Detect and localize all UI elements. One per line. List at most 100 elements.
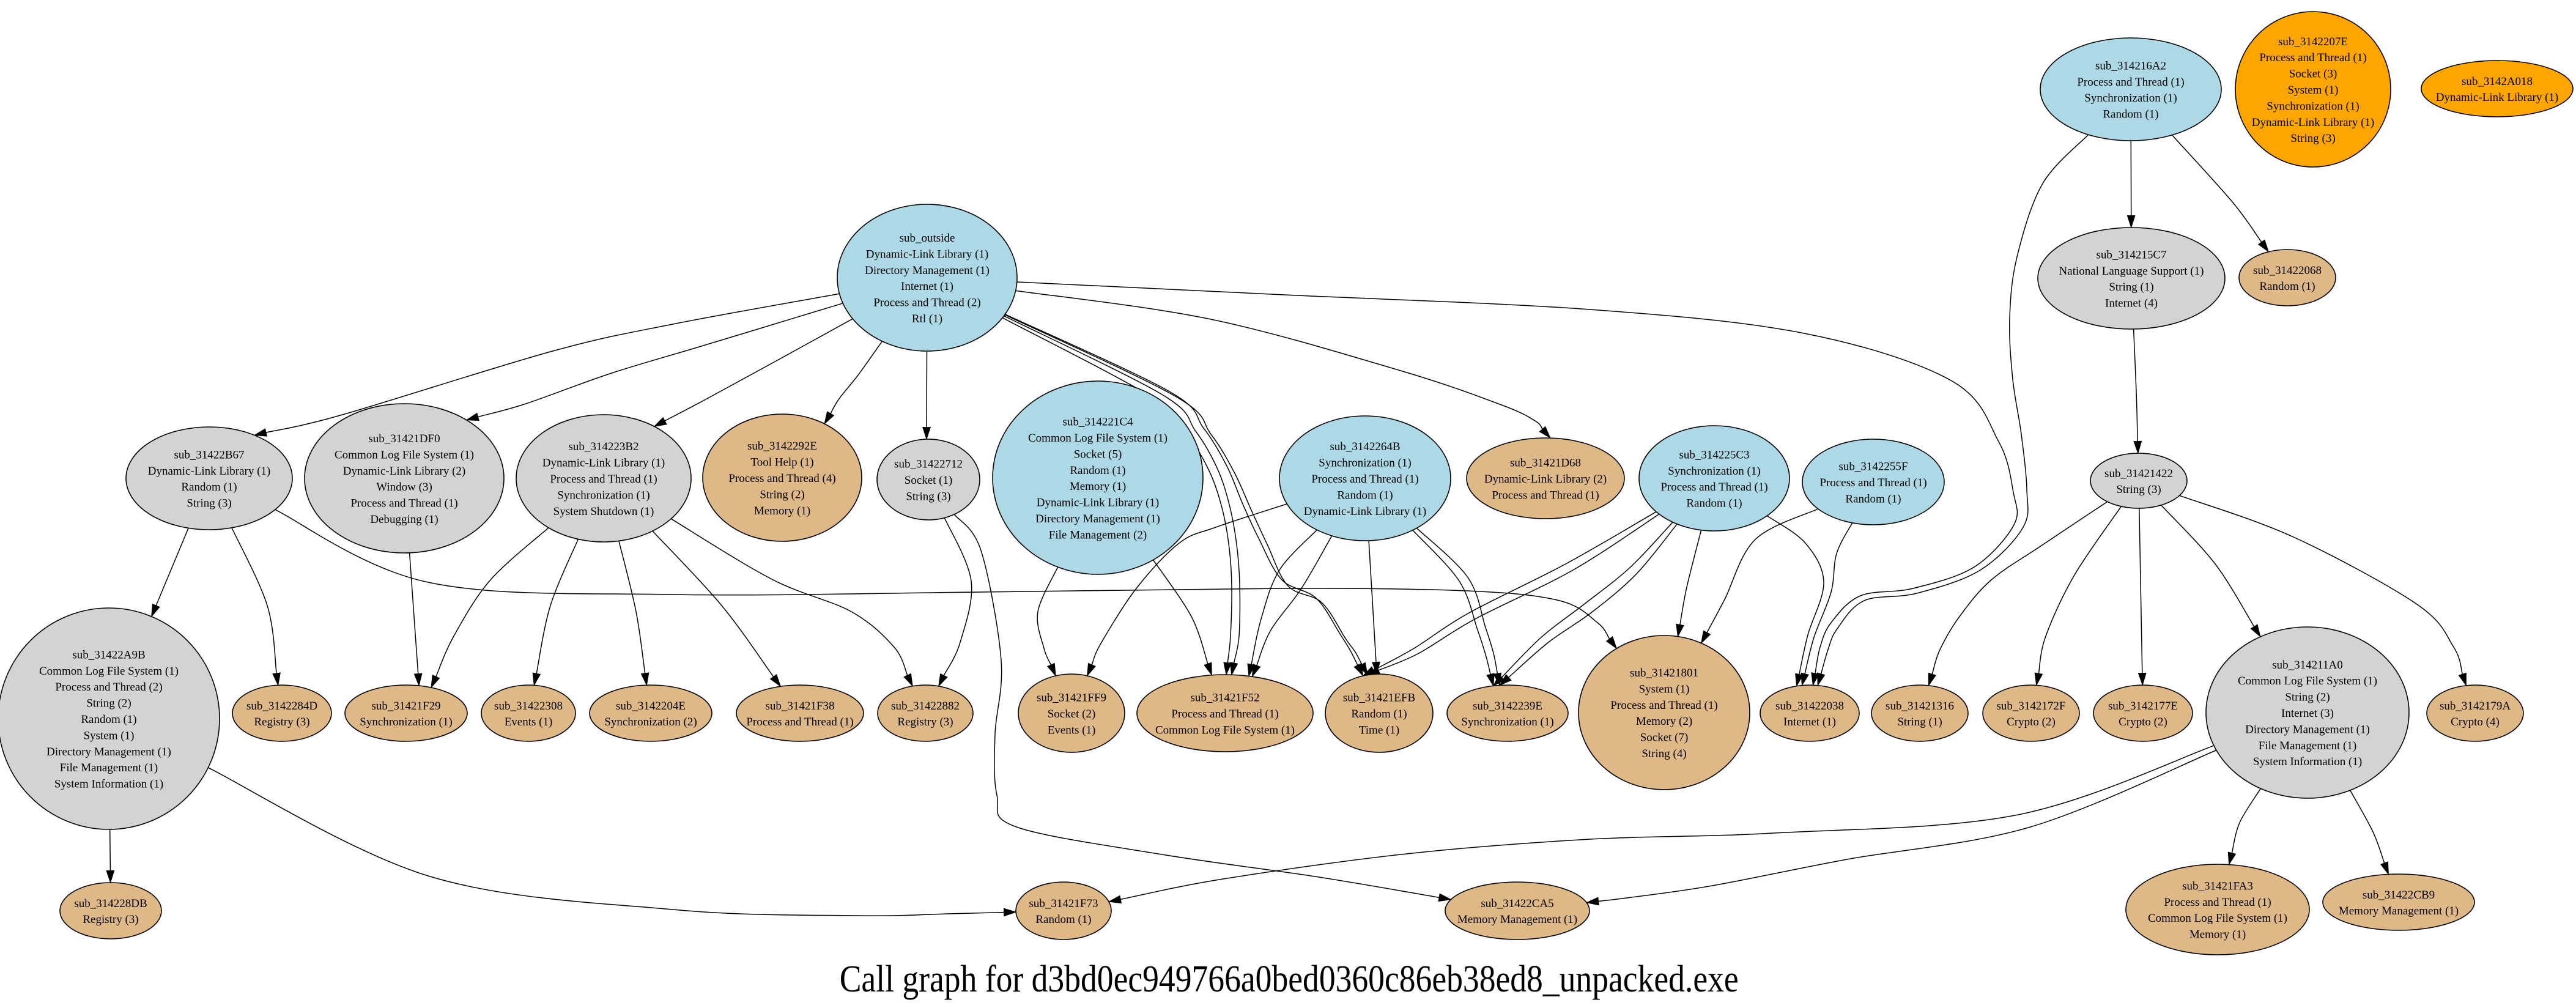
svg-text:Internet (3): Internet (3) [2281,707,2334,720]
svg-text:Random (1): Random (1) [1337,489,1393,502]
svg-text:sub_3142A018: sub_3142A018 [2462,75,2533,88]
svg-text:sub_31421DF0: sub_31421DF0 [368,432,440,445]
svg-text:Registry (3): Registry (3) [897,716,953,728]
svg-text:sub_31422CB9: sub_31422CB9 [2363,889,2435,902]
svg-text:Internet (1): Internet (1) [1783,716,1836,728]
svg-text:Process and Thread (1): Process and Thread (1) [1311,473,1418,486]
svg-text:String (2): String (2) [760,488,804,501]
svg-text:Process and Thread (1): Process and Thread (1) [1171,708,1278,721]
svg-text:sub_31421801: sub_31421801 [1630,667,1698,680]
svg-text:Process and Thread (1): Process and Thread (1) [550,473,657,486]
svg-text:String (3): String (3) [2290,132,2335,145]
svg-text:System Information (1): System Information (1) [2253,755,2362,768]
svg-text:Random (1): Random (1) [1351,708,1407,721]
svg-text:Process and Thread (1): Process and Thread (1) [1492,489,1599,502]
svg-text:Dynamic-Link Library (1): Dynamic-Link Library (1) [866,248,988,261]
svg-text:sub_3142204E: sub_3142204E [616,700,686,713]
svg-text:System (1): System (1) [84,729,135,742]
svg-text:sub_31422B67: sub_31422B67 [174,448,244,461]
svg-text:sub_3142179A: sub_3142179A [2440,700,2511,713]
svg-text:Synchronization (1): Synchronization (1) [2267,100,2359,113]
svg-text:sub_3142255F: sub_3142255F [1839,461,1908,473]
svg-text:sub_3142177E: sub_3142177E [2108,700,2178,713]
svg-text:Internet (4): Internet (4) [2105,297,2158,310]
svg-text:System Information (1): System Information (1) [54,778,163,791]
svg-text:System (1): System (1) [2288,84,2339,97]
svg-text:Synchronization (1): Synchronization (1) [557,489,650,502]
svg-text:Synchronization (1): Synchronization (1) [2084,92,2177,105]
svg-text:Random (1): Random (1) [1035,913,1091,926]
svg-text:Common Log File System (1): Common Log File System (1) [2148,912,2287,925]
svg-text:Socket (1): Socket (1) [905,474,953,487]
svg-text:Dynamic-Link Library (1): Dynamic-Link Library (1) [2252,116,2374,129]
svg-text:sub_3142172F: sub_3142172F [1997,700,2066,713]
svg-text:Window (3): Window (3) [376,481,432,494]
svg-text:Directory Management (1): Directory Management (1) [46,746,171,758]
svg-text:Dynamic-Link Library (1): Dynamic-Link Library (1) [1304,505,1426,518]
svg-text:sub_31422CA5: sub_31422CA5 [1481,897,1553,910]
svg-text:Common Log File System (1): Common Log File System (1) [335,448,474,461]
svg-text:Process and Thread (4): Process and Thread (4) [728,472,835,485]
svg-text:System (1): System (1) [1639,683,1690,695]
svg-text:Internet (1): Internet (1) [901,280,953,293]
svg-text:Memory Management (1): Memory Management (1) [2339,905,2459,917]
svg-text:Crypto (2): Crypto (2) [2007,716,2056,728]
svg-text:sub_31422068: sub_31422068 [2253,264,2322,277]
svg-text:Process and Thread (1): Process and Thread (1) [350,497,457,510]
svg-text:sub_31421F52: sub_31421F52 [1191,692,1260,705]
svg-text:Common Log File System (1): Common Log File System (1) [1155,724,1295,736]
svg-text:Time (1): Time (1) [1359,724,1399,736]
svg-text:National Language Support (1): National Language Support (1) [2059,265,2204,278]
svg-text:sub_314225C3: sub_314225C3 [1679,448,1749,461]
svg-text:Dynamic-Link Library (2): Dynamic-Link Library (2) [343,465,465,478]
svg-text:Registry (3): Registry (3) [83,913,138,926]
svg-text:sub_31422712: sub_31422712 [894,458,963,471]
svg-text:Memory (2): Memory (2) [1636,715,1692,728]
svg-text:sub_outside: sub_outside [900,232,955,245]
svg-text:Random (1): Random (1) [181,481,237,494]
svg-text:sub_3142284D: sub_3142284D [246,700,317,713]
svg-text:Process and Thread (1): Process and Thread (1) [2259,51,2366,64]
svg-text:Process and Thread (1): Process and Thread (1) [746,716,853,728]
svg-text:Common Log File System (1): Common Log File System (1) [39,665,179,678]
svg-text:Crypto (4): Crypto (4) [2451,716,2500,728]
svg-text:sub_314221C4: sub_314221C4 [1062,416,1133,429]
svg-text:Dynamic-Link Library (1): Dynamic-Link Library (1) [148,465,270,478]
svg-text:sub_31421FF9: sub_31421FF9 [1037,692,1106,705]
svg-text:String (4): String (4) [1641,747,1686,760]
svg-text:Dynamic-Link Library (1): Dynamic-Link Library (1) [1037,497,1159,510]
svg-text:Call graph for d3bd0ec949766a0: Call graph for d3bd0ec949766a0bed0360c86… [840,958,1739,1000]
svg-text:sub_31422A9B: sub_31422A9B [72,648,145,661]
svg-text:sub_314211A0: sub_314211A0 [2272,659,2342,672]
svg-text:Memory (1): Memory (1) [2189,928,2246,941]
svg-text:sub_314228DB: sub_314228DB [74,897,147,910]
svg-text:Process and Thread (1): Process and Thread (1) [2164,896,2271,909]
svg-text:Socket (7): Socket (7) [1640,732,1689,744]
svg-text:sub_31421F38: sub_31421F38 [766,700,835,713]
svg-text:Dynamic-Link Library (2): Dynamic-Link Library (2) [1484,473,1607,486]
svg-text:Random (1): Random (1) [1845,492,1901,505]
svg-text:sub_314216A2: sub_314216A2 [2095,59,2166,72]
svg-text:Crypto (2): Crypto (2) [2119,716,2167,728]
svg-text:sub_31422882: sub_31422882 [891,700,960,713]
svg-text:String (2): String (2) [2285,691,2330,704]
svg-text:sub_3142264B: sub_3142264B [1330,440,1400,453]
svg-text:String (2): String (2) [86,697,131,710]
svg-text:Tool Help (1): Tool Help (1) [750,456,813,469]
svg-text:Dynamic-Link Library (1): Dynamic-Link Library (1) [542,457,665,470]
svg-text:Synchronization (1): Synchronization (1) [360,716,452,728]
svg-text:File Management (1): File Management (1) [2259,739,2356,752]
svg-text:Process and Thread (1): Process and Thread (1) [1610,699,1717,712]
svg-text:Events (1): Events (1) [505,716,553,728]
svg-text:Process and Thread (1): Process and Thread (1) [1660,481,1767,494]
svg-text:Socket (5): Socket (5) [1074,448,1122,461]
svg-text:Random (1): Random (1) [1686,497,1742,510]
svg-text:Directory Management (1): Directory Management (1) [2245,723,2370,736]
svg-text:sub_31421F29: sub_31421F29 [372,700,441,713]
svg-text:Process and Thread (1): Process and Thread (1) [2077,76,2184,89]
svg-text:Synchronization (1): Synchronization (1) [1319,457,1411,470]
svg-text:sub_31421422: sub_31421422 [2104,467,2173,480]
svg-text:Common Log File System (1): Common Log File System (1) [1028,432,1168,445]
svg-text:Random (1): Random (1) [81,713,136,726]
svg-text:String (3): String (3) [906,490,950,503]
